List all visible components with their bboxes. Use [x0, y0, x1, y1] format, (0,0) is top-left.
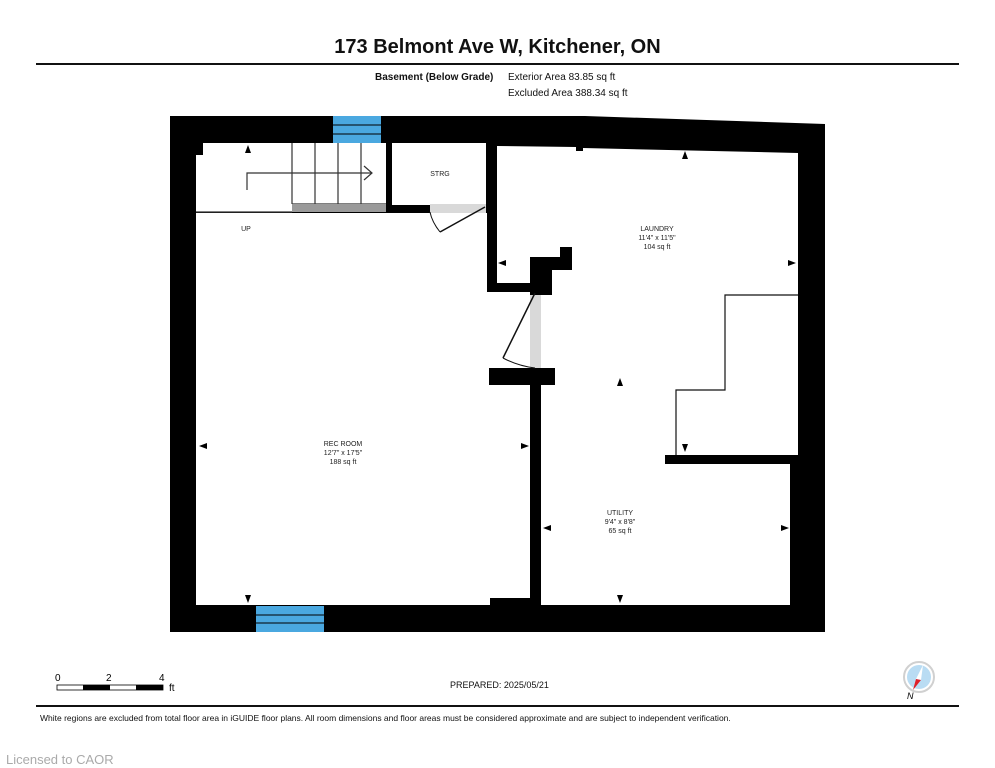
storage-name: STRG: [430, 171, 449, 178]
exterior-area: Exterior Area 83.85 sq ft: [508, 72, 616, 83]
utility-dims: 9'4" x 8'8": [605, 519, 636, 526]
stair-wall-gap: [386, 143, 392, 205]
stair-area: [196, 143, 386, 212]
laundry-door-gap: [530, 295, 541, 368]
rec-room: [196, 213, 530, 605]
wall-block: [489, 368, 555, 385]
prepared-date: PREPARED: 2025/05/21: [450, 680, 549, 690]
closet-outline: [675, 294, 798, 455]
utility-area: 65 sq ft: [609, 528, 632, 535]
rec-room-name: REC ROOM: [324, 441, 363, 448]
license-watermark: Licensed to CAOR: [6, 752, 114, 767]
scale-tick-2: 2: [106, 673, 112, 684]
door-swings: [429, 206, 536, 369]
stairs-label: UP: [241, 226, 251, 233]
storage-room: [392, 143, 486, 205]
page-title: 173 Belmont Ave W, Kitchener, ON: [334, 36, 661, 58]
scale-tick-4: 4: [159, 673, 165, 684]
stair-edge: [292, 204, 386, 212]
compass-north-label: N: [907, 691, 914, 701]
disclaimer: White regions are excluded from total fl…: [40, 713, 731, 723]
storage-door-gap: [430, 204, 486, 213]
rec-room-area: 188 sq ft: [330, 459, 357, 466]
rec-room-dims: 12'7" x 17'5": [324, 450, 363, 457]
dimension-arrows: [199, 145, 796, 603]
level-name: Basement (Below Grade): [375, 72, 494, 83]
laundry-name: LAUNDRY: [640, 226, 674, 233]
excluded-area: Excluded Area 388.34 sq ft: [508, 88, 628, 99]
window-top: [333, 116, 381, 143]
footer-divider: [36, 705, 959, 707]
header-divider: [36, 63, 959, 65]
window-bottom: [256, 606, 324, 632]
laundry-utility: [497, 146, 798, 605]
laundry-dims: 11'4" x 11'5": [638, 235, 676, 242]
scale-bar: [56, 684, 164, 691]
laundry-area: 104 sq ft: [644, 244, 671, 251]
scale-tick-0: 0: [55, 673, 61, 684]
scale-unit: ft: [169, 683, 175, 694]
compass-icon: [903, 661, 935, 693]
utility-name: UTILITY: [607, 510, 633, 517]
